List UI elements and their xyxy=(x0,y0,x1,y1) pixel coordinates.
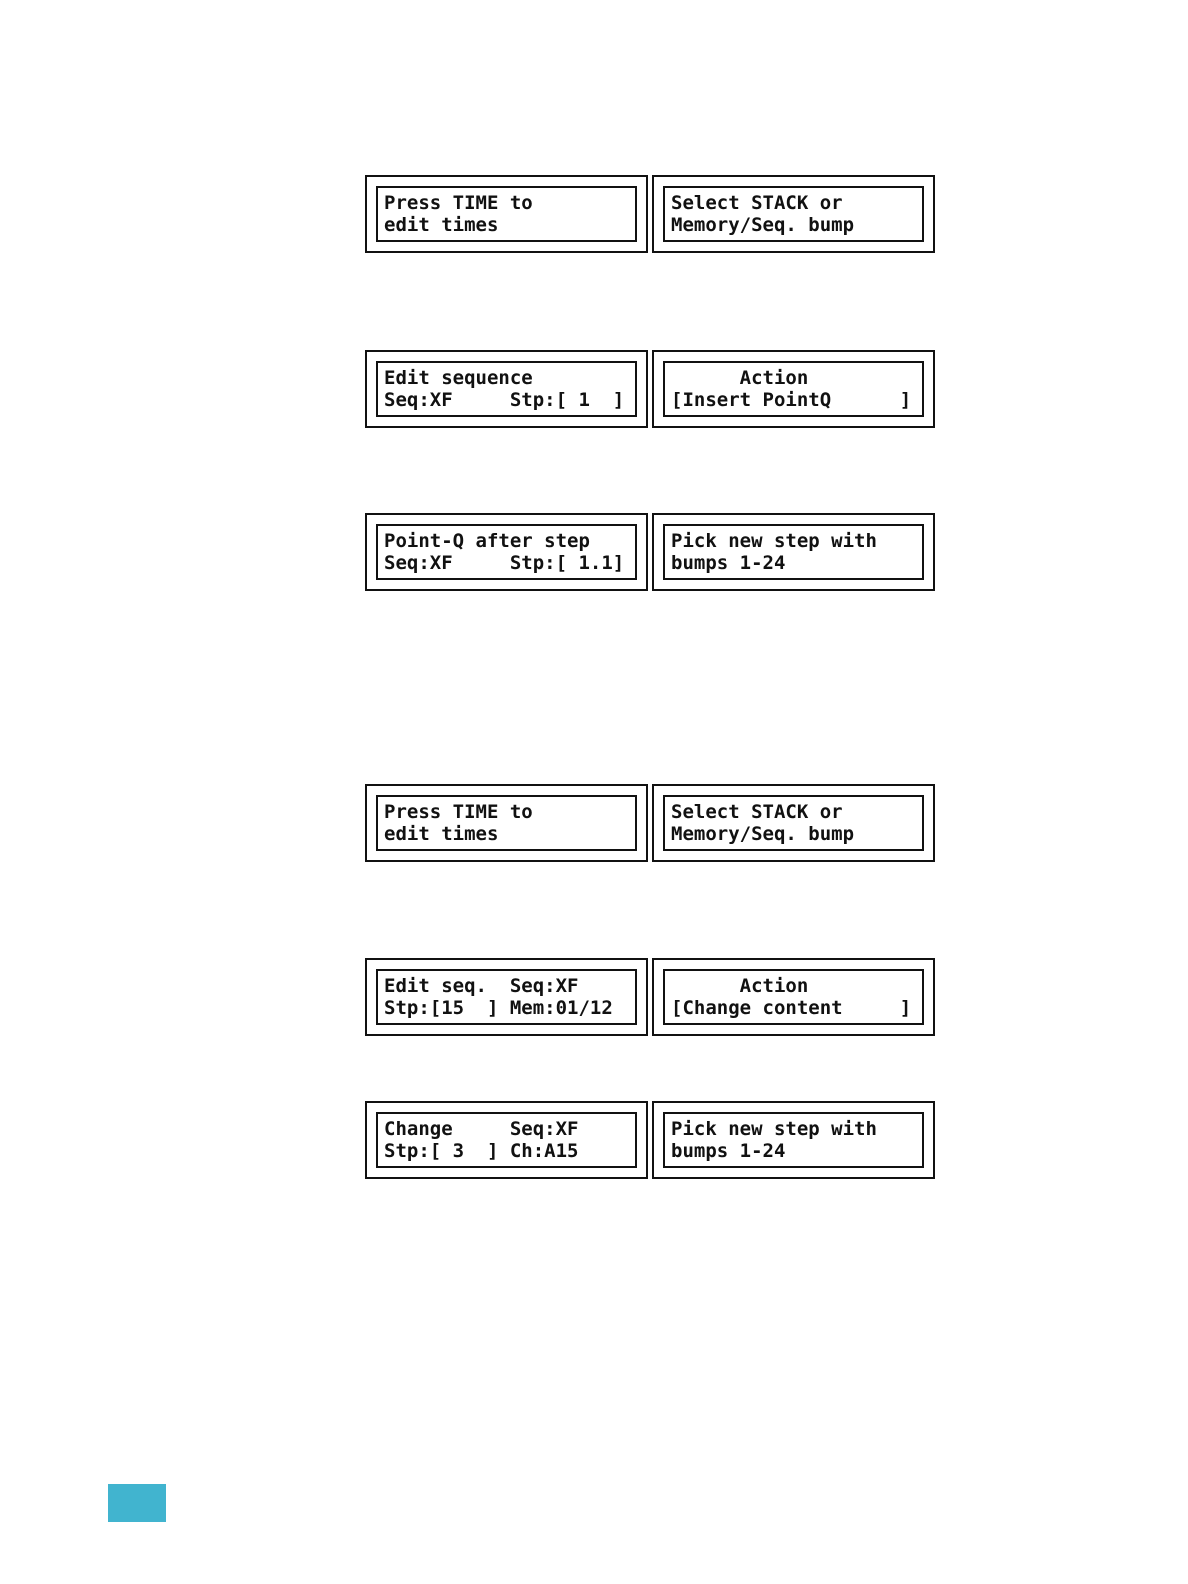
lcd-pair-4: Press TIME to edit times Select STACK or… xyxy=(365,784,935,862)
lcd-screen: Change Seq:XF Stp:[ 3 ] Ch:A15 xyxy=(376,1112,637,1168)
lcd-display-left: Edit sequence Seq:XF Stp:[ 1 ] xyxy=(365,350,648,428)
lcd-display-left: Edit seq. Seq:XF Stp:[15 ] Mem:01/12 xyxy=(365,958,648,1036)
lcd-screen: Action [Insert PointQ ] xyxy=(663,361,924,417)
lcd-line-1: Edit sequence xyxy=(384,367,533,389)
lcd-line-2: bumps 1-24 xyxy=(671,552,786,574)
lcd-line-2: edit times xyxy=(384,214,499,236)
lcd-screen: Press TIME to edit times xyxy=(376,186,637,242)
lcd-display-left: Press TIME to edit times xyxy=(365,175,648,253)
lcd-line-2: Stp:[ 3 ] Ch:A15 xyxy=(384,1140,579,1162)
lcd-screen: Edit seq. Seq:XF Stp:[15 ] Mem:01/12 xyxy=(376,969,637,1025)
lcd-display-left: Change Seq:XF Stp:[ 3 ] Ch:A15 xyxy=(365,1101,648,1179)
lcd-screen: Select STACK or Memory/Seq. bump xyxy=(663,795,924,851)
lcd-display-right: Select STACK or Memory/Seq. bump xyxy=(652,784,935,862)
lcd-line-1: Press TIME to xyxy=(384,801,533,823)
lcd-display-right: Select STACK or Memory/Seq. bump xyxy=(652,175,935,253)
lcd-display-right: Action [Insert PointQ ] xyxy=(652,350,935,428)
lcd-line-1: Point-Q after step xyxy=(384,530,590,552)
lcd-line-1: Action xyxy=(671,367,809,389)
lcd-pair-1: Press TIME to edit times Select STACK or… xyxy=(365,175,935,253)
lcd-screen: Pick new step with bumps 1-24 xyxy=(663,1112,924,1168)
lcd-screen: Select STACK or Memory/Seq. bump xyxy=(663,186,924,242)
lcd-line-2: edit times xyxy=(384,823,499,845)
lcd-line-2: Stp:[15 ] Mem:01/12 xyxy=(384,997,613,1019)
lcd-display-left: Press TIME to edit times xyxy=(365,784,648,862)
lcd-line-2: [Change content ] xyxy=(671,997,912,1019)
lcd-line-1: Select STACK or xyxy=(671,192,843,214)
lcd-display-right: Pick new step with bumps 1-24 xyxy=(652,513,935,591)
page-color-tab xyxy=(108,1484,166,1522)
lcd-line-2: Seq:XF Stp:[ 1.1] xyxy=(384,552,625,574)
lcd-screen: Edit sequence Seq:XF Stp:[ 1 ] xyxy=(376,361,637,417)
lcd-display-right: Pick new step with bumps 1-24 xyxy=(652,1101,935,1179)
lcd-line-1: Pick new step with xyxy=(671,1118,877,1140)
lcd-pair-6: Change Seq:XF Stp:[ 3 ] Ch:A15 Pick new … xyxy=(365,1101,935,1179)
lcd-pair-3: Point-Q after step Seq:XF Stp:[ 1.1] Pic… xyxy=(365,513,935,591)
lcd-line-1: Pick new step with xyxy=(671,530,877,552)
lcd-screen: Press TIME to edit times xyxy=(376,795,637,851)
lcd-line-1: Change Seq:XF xyxy=(384,1118,579,1140)
lcd-pair-5: Edit seq. Seq:XF Stp:[15 ] Mem:01/12 Act… xyxy=(365,958,935,1036)
lcd-screen: Point-Q after step Seq:XF Stp:[ 1.1] xyxy=(376,524,637,580)
lcd-line-2: [Insert PointQ ] xyxy=(671,389,912,411)
lcd-line-2: bumps 1-24 xyxy=(671,1140,786,1162)
lcd-line-2: Memory/Seq. bump xyxy=(671,214,855,236)
lcd-line-1: Edit seq. Seq:XF xyxy=(384,975,579,997)
lcd-screen: Action [Change content ] xyxy=(663,969,924,1025)
lcd-pair-2: Edit sequence Seq:XF Stp:[ 1 ] Action [I… xyxy=(365,350,935,428)
lcd-line-1: Select STACK or xyxy=(671,801,843,823)
lcd-display-right: Action [Change content ] xyxy=(652,958,935,1036)
lcd-line-1: Press TIME to xyxy=(384,192,533,214)
lcd-line-2: Memory/Seq. bump xyxy=(671,823,855,845)
lcd-line-1: Action xyxy=(671,975,809,997)
lcd-line-2: Seq:XF Stp:[ 1 ] xyxy=(384,389,625,411)
lcd-screen: Pick new step with bumps 1-24 xyxy=(663,524,924,580)
lcd-display-left: Point-Q after step Seq:XF Stp:[ 1.1] xyxy=(365,513,648,591)
